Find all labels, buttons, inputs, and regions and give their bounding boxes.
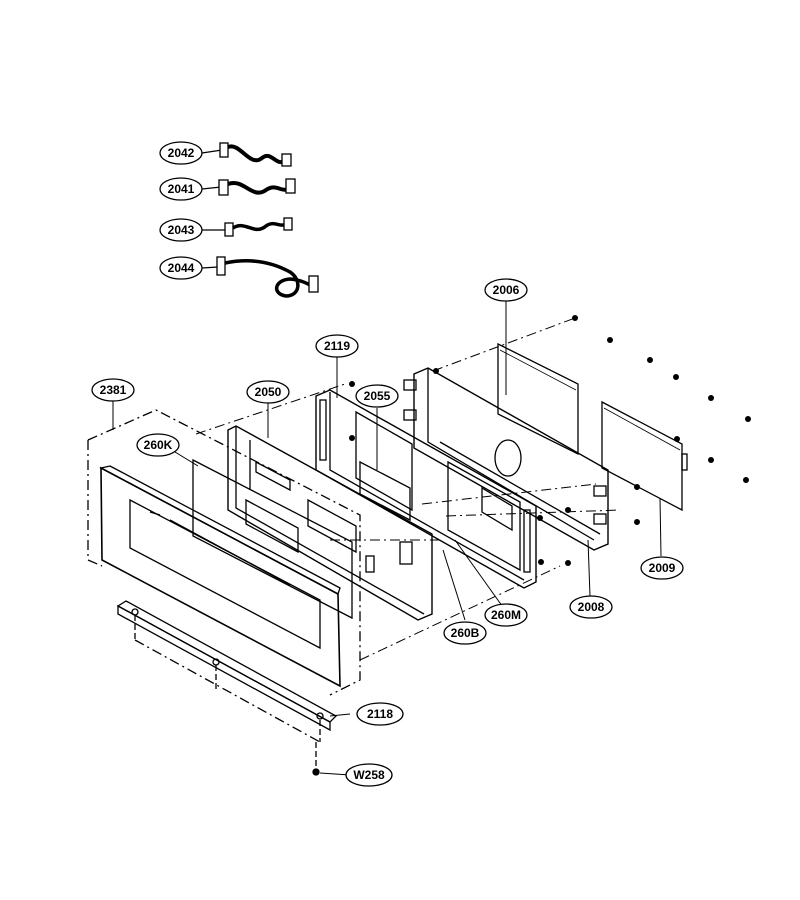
svg-text:2118: 2118 (367, 707, 393, 721)
label-2119: 2119 (315, 334, 359, 358)
svg-text:2055: 2055 (364, 389, 391, 403)
glass-panel (192, 458, 353, 620)
mounting-frame (315, 389, 537, 589)
label-2006: 2006 (484, 278, 528, 302)
label-2043: 2043 (159, 218, 203, 242)
label-2044: 2044 (159, 256, 203, 280)
label-2041: 2041 (159, 177, 203, 201)
trim-bar (116, 600, 338, 732)
svg-text:2008: 2008 (578, 600, 605, 614)
label-260B: 260B (443, 621, 487, 645)
svg-text:2119: 2119 (324, 339, 350, 353)
label-W258: W258 (345, 763, 393, 787)
svg-text:2042: 2042 (168, 146, 195, 160)
label-2050: 2050 (246, 380, 290, 404)
svg-text:260M: 260M (491, 608, 521, 622)
chassis-plate (403, 367, 609, 551)
svg-text:2043: 2043 (168, 223, 195, 237)
label-260M: 260M (484, 603, 528, 627)
svg-text:2381: 2381 (100, 383, 127, 397)
svg-text:2044: 2044 (168, 261, 195, 275)
wire-harness-2043 (202, 217, 293, 237)
svg-text:2050: 2050 (255, 385, 282, 399)
svg-text:2041: 2041 (168, 182, 195, 196)
wire-harness-2044 (201, 256, 319, 298)
svg-text:2006: 2006 (493, 283, 520, 297)
svg-text:2009: 2009 (649, 561, 676, 575)
wire-harness-2042 (201, 142, 292, 167)
svg-text:260B: 260B (451, 626, 480, 640)
label-2008: 2008 (569, 595, 613, 619)
screw-w258 (312, 742, 320, 776)
label-2381: 2381 (91, 378, 135, 402)
control-panel (227, 425, 433, 621)
label-2009: 2009 (640, 556, 684, 580)
label-2042: 2042 (159, 141, 203, 165)
wire-harness-2041 (201, 178, 296, 196)
svg-text:260K: 260K (144, 438, 173, 452)
label-2118: 2118 (356, 702, 404, 726)
circuit-board-upper (497, 342, 579, 456)
circuit-board-lower (601, 400, 688, 512)
svg-text:W258: W258 (353, 768, 385, 782)
label-2055: 2055 (355, 384, 399, 408)
front-bezel (99, 465, 341, 688)
label-260K: 260K (136, 433, 180, 457)
